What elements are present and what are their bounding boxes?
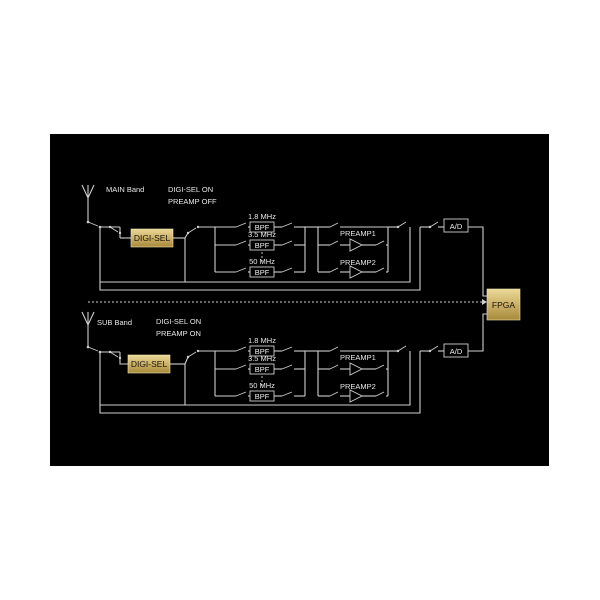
main-bpf-1-label: BPF <box>255 223 270 232</box>
amplifier-icon <box>349 362 364 376</box>
main-band-chain: MAIN Band DIGI-SEL ON PREAMP OFF DIGI-SE… <box>81 184 487 297</box>
main-bpf-2-label: BPF <box>255 241 270 250</box>
sub-preamp2-path: PREAMP2 <box>318 382 388 403</box>
main-preamp2-label: PREAMP2 <box>340 258 376 267</box>
main-bpf-row-1: BPF 1.8 MHz <box>215 212 305 233</box>
main-mode-line2: PREAMP OFF <box>168 197 217 206</box>
amplifier-icon <box>349 265 364 279</box>
sub-bpf-3-label: BPF <box>255 392 270 401</box>
switch-icon <box>86 220 102 229</box>
main-bpf-2-freq: 3.5 MHz <box>248 230 276 239</box>
main-mode-line1: DIGI-SEL ON <box>168 185 213 194</box>
main-preamp1-path: PREAMP1 <box>318 222 388 252</box>
sub-mode-line1: DIGI-SEL ON <box>156 317 201 326</box>
sub-mode-line2: PREAMP ON <box>156 329 201 338</box>
sub-bpf-row-2: BPF 3.5 MHz <box>215 354 305 375</box>
fpga-box <box>486 288 521 321</box>
sub-bpf-row-3: BPF 50 MHz <box>215 381 305 402</box>
sub-preamp1-label: PREAMP1 <box>340 353 376 362</box>
sub-preamp2-label: PREAMP2 <box>340 382 376 391</box>
main-band-label: MAIN Band <box>106 185 144 194</box>
sub-bpf-2-freq: 3.5 MHz <box>248 354 276 363</box>
switch-icon <box>86 345 102 354</box>
main-preamp2-path: PREAMP2 <box>318 258 388 279</box>
sub-ad-label: A/D <box>450 347 463 356</box>
main-digisel-label: DIGI-SEL <box>134 233 171 243</box>
sub-bpf-row-1: BPF 1.8 MHz <box>215 336 305 357</box>
main-ad-label: A/D <box>450 222 463 231</box>
amplifier-icon <box>349 238 364 252</box>
sub-bpf-1-label: BPF <box>255 347 270 356</box>
main-bpf-3-label: BPF <box>255 268 270 277</box>
sub-digisel-label: DIGI-SEL <box>131 359 168 369</box>
main-bpf-1-freq: 1.8 MHz <box>248 212 276 221</box>
sub-bpf-1-freq: 1.8 MHz <box>248 336 276 345</box>
main-preamp1-label: PREAMP1 <box>340 229 376 238</box>
diagram-background <box>50 134 549 466</box>
sub-bpf-3-freq: 50 MHz <box>249 381 275 390</box>
sub-bpf-2-label: BPF <box>255 365 270 374</box>
main-bpf-3-freq: 50 MHz <box>249 257 275 266</box>
sub-band-label: SUB Band <box>97 318 132 327</box>
main-ad-box <box>443 218 469 233</box>
sub-preamp1-path: PREAMP1 <box>318 346 388 376</box>
fpga-label: FPGA <box>492 300 515 310</box>
sub-band-chain: SUB Band DIGI-SEL ON PREAMP ON DIGI-SEL <box>81 311 487 414</box>
main-bpf-row-3: BPF 50 MHz <box>215 257 305 278</box>
switch-icon <box>108 225 122 235</box>
amplifier-icon <box>349 389 364 403</box>
switch-icon <box>108 350 122 360</box>
antenna-icon <box>81 184 95 222</box>
antenna-icon <box>81 311 95 347</box>
main-bpf-row-2: BPF 3.5 MHz <box>215 230 305 251</box>
